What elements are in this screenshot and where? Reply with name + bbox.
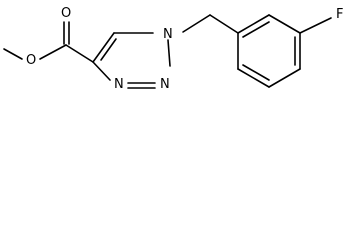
bond-b2-b3 — [268, 14, 301, 34]
bond-b5-b6-inner — [242, 64, 270, 81]
bond-c4-c5 — [92, 32, 115, 63]
atom-n2: N — [160, 77, 170, 92]
bond-b5-b6 — [237, 68, 270, 88]
bond-b1-b2 — [237, 14, 270, 34]
bond-ch2-ring — [209, 14, 239, 34]
atom-carbonyl-oxygen: O — [61, 6, 71, 21]
bond-c4-c5-inner — [100, 38, 117, 61]
bond-n1-n2 — [167, 39, 171, 67]
bond-b4-b5 — [268, 68, 301, 88]
bond-o-carbonyl-c — [39, 44, 67, 60]
bond-carbonyl-c-ring — [65, 44, 94, 63]
atom-n3: N — [114, 77, 124, 92]
atom-ester-oxygen: O — [26, 53, 36, 68]
bond-c-f — [299, 17, 332, 34]
bond-methyl-o — [3, 48, 23, 60]
atom-fluorine: F — [336, 7, 343, 22]
structure-canvas: O O N N N F — [0, 0, 351, 101]
molecule-structure: O O N N N F — [3, 6, 343, 92]
atom-n1: N — [163, 27, 173, 42]
bond-b1-b2-inner — [242, 21, 270, 38]
bond-n3-c4 — [92, 61, 111, 81]
bond-n1-ch2 — [182, 14, 211, 33]
